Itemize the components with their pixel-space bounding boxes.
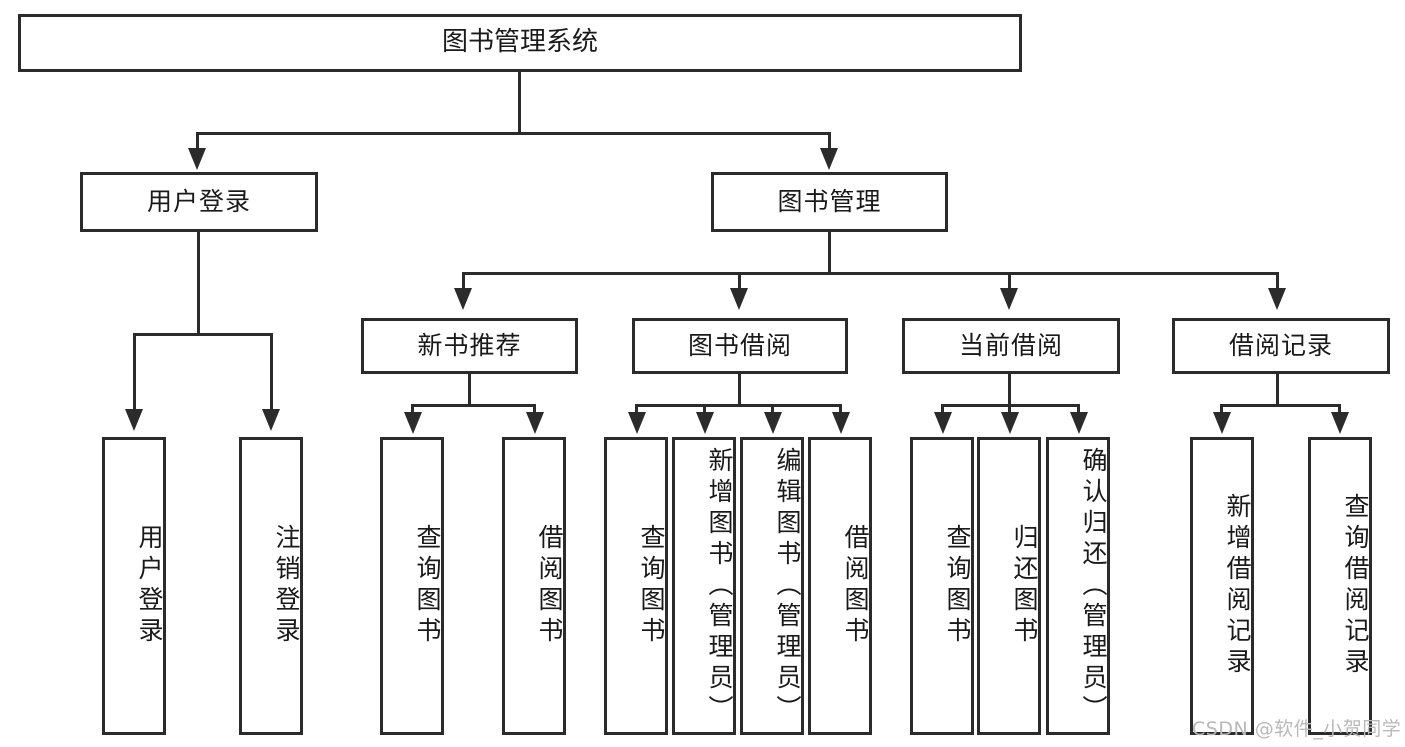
edge-book-management-bus <box>462 272 1279 275</box>
node-label: 新增图书（管理员） <box>705 446 734 726</box>
node-label: 图书管理 <box>777 186 882 216</box>
node-book-management[interactable]: 图书管理 <box>711 172 948 232</box>
node-label: 借阅图书 <box>841 524 870 648</box>
arrow-leaf-logout <box>262 409 280 431</box>
node-label: 查询图书 <box>413 524 442 648</box>
leaf-cb-query-book[interactable]: 查询图书 <box>910 437 974 735</box>
edge-cb-drop-1 <box>941 404 944 414</box>
arrow-nbr-leaf-1 <box>404 412 422 434</box>
leaf-nbr-query-book[interactable]: 查询图书 <box>380 437 444 735</box>
leaf-bb-query-book[interactable]: 查询图书 <box>604 437 668 735</box>
arrow-br-leaf-2 <box>1331 412 1349 434</box>
edge-cb-drop-2 <box>1008 404 1011 414</box>
edge-bb-drop-2 <box>703 404 706 414</box>
edge-bb-stem <box>738 374 741 406</box>
arrow-cb-leaf-2 <box>1001 412 1019 434</box>
arrow-bb-leaf-1 <box>628 412 646 434</box>
node-label: 图书管理系统 <box>441 27 598 58</box>
node-label: 查询图书 <box>637 524 666 648</box>
edge-bb-bus <box>635 404 842 407</box>
leaf-cb-return-book[interactable]: 归还图书 <box>977 437 1041 735</box>
edge-br-bus <box>1220 404 1341 407</box>
edge-nbr-drop-1 <box>411 404 414 414</box>
node-label: 新书推荐 <box>417 330 522 360</box>
node-label: 借阅图书 <box>535 524 564 648</box>
leaf-cb-confirm-return-admin[interactable]: 确认归还（管理员） <box>1046 437 1110 735</box>
arrow-cb-leaf-3 <box>1070 412 1088 434</box>
edge-bm-drop-4 <box>1276 272 1279 290</box>
node-label: 用户登录 <box>146 186 251 216</box>
arrow-br-leaf-1 <box>1213 412 1231 434</box>
leaf-bb-edit-book-admin[interactable]: 编辑图书（管理员） <box>740 437 804 735</box>
node-label: 注销登录 <box>272 524 301 648</box>
leaf-br-query-record[interactable]: 查询借阅记录 <box>1308 437 1372 735</box>
arrow-new-book-recommend <box>454 288 472 310</box>
node-root-book-management-system[interactable]: 图书管理系统 <box>18 14 1022 72</box>
arrow-leaf-user-login <box>125 409 143 431</box>
arrow-bb-leaf-2 <box>696 412 714 434</box>
edge-bm-drop-2 <box>738 272 741 290</box>
node-label: 归还图书 <box>1010 524 1039 648</box>
node-new-book-recommend[interactable]: 新书推荐 <box>361 318 578 374</box>
watermark-text: CSDN @软件_小贺同学 <box>1192 718 1402 740</box>
edge-root-stem <box>518 72 521 134</box>
edge-root-bus <box>196 132 831 135</box>
edge-cb-stem <box>1008 374 1011 406</box>
edge-bb-drop-4 <box>839 404 842 414</box>
leaf-logout[interactable]: 注销登录 <box>239 437 303 735</box>
edge-cb-drop-3 <box>1077 404 1080 414</box>
leaf-nbr-borrow-book[interactable]: 借阅图书 <box>502 437 566 735</box>
edge-br-stem <box>1276 374 1279 406</box>
edge-drop-user-login <box>196 132 199 150</box>
arrow-user-login <box>188 148 206 170</box>
arrow-current-borrow <box>1000 288 1018 310</box>
edge-book-management-stem <box>828 232 831 274</box>
edge-user-login-stem <box>197 232 200 335</box>
node-user-login[interactable]: 用户登录 <box>80 172 318 232</box>
edge-bb-drop-3 <box>771 404 774 414</box>
leaf-br-add-record[interactable]: 新增借阅记录 <box>1190 437 1254 735</box>
node-label: 查询借阅记录 <box>1341 493 1370 679</box>
leaf-bb-borrow-book[interactable]: 借阅图书 <box>808 437 872 735</box>
edge-drop-book-management <box>828 132 831 150</box>
edge-bb-drop-1 <box>635 404 638 414</box>
edge-nbr-bus <box>411 404 536 407</box>
leaf-bb-add-book-admin[interactable]: 新增图书（管理员） <box>672 437 736 735</box>
edge-bm-drop-3 <box>1008 272 1011 290</box>
node-label: 新增借阅记录 <box>1223 493 1252 679</box>
node-label: 确认归还（管理员） <box>1079 446 1108 726</box>
arrow-borrow-record <box>1268 288 1286 310</box>
node-label: 图书借阅 <box>687 330 792 360</box>
node-current-borrow[interactable]: 当前借阅 <box>902 318 1120 374</box>
edge-user-login-drop-2 <box>270 333 273 410</box>
node-label: 查询图书 <box>943 524 972 648</box>
node-book-borrow[interactable]: 图书借阅 <box>632 318 848 374</box>
edge-user-login-drop-1 <box>133 333 136 410</box>
node-borrow-record[interactable]: 借阅记录 <box>1172 318 1390 374</box>
arrow-book-management <box>820 148 838 170</box>
arrow-bb-leaf-4 <box>832 412 850 434</box>
arrow-cb-leaf-1 <box>934 412 952 434</box>
edge-br-drop-2 <box>1338 404 1341 414</box>
node-label: 编辑图书（管理员） <box>773 446 802 726</box>
node-label: 借阅记录 <box>1228 330 1333 360</box>
edge-nbr-drop-2 <box>533 404 536 414</box>
edge-br-drop-1 <box>1220 404 1223 414</box>
node-label: 用户登录 <box>135 524 164 648</box>
node-label: 当前借阅 <box>958 330 1063 360</box>
edge-bm-drop-1 <box>462 272 465 290</box>
arrow-book-borrow <box>730 288 748 310</box>
arrow-bb-leaf-3 <box>764 412 782 434</box>
edge-user-login-bus <box>133 333 273 336</box>
edge-nbr-stem <box>468 374 471 406</box>
arrow-nbr-leaf-2 <box>526 412 544 434</box>
leaf-user-login[interactable]: 用户登录 <box>102 437 166 735</box>
